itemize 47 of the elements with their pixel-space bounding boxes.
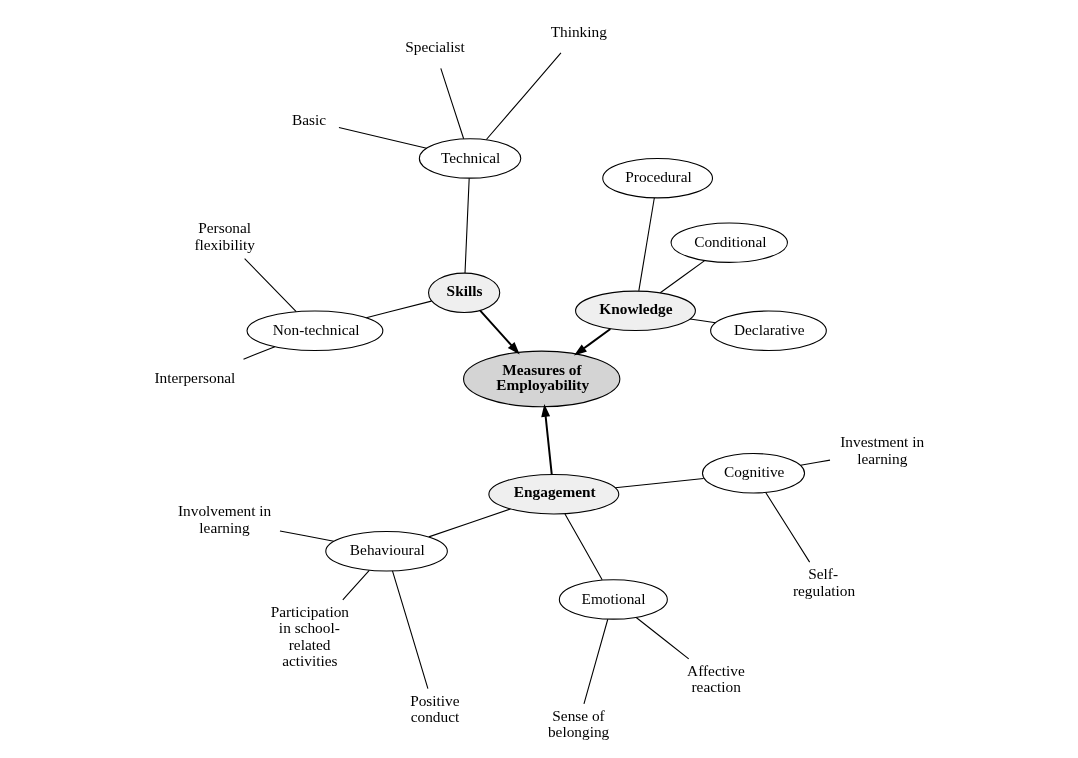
connector [485, 51, 562, 140]
connector [391, 569, 429, 689]
connector [614, 477, 705, 488]
node-ellipse: Engagement [488, 473, 620, 514]
connector [279, 529, 335, 542]
connector [428, 507, 512, 537]
connector [244, 257, 297, 312]
node-text: Affective reaction [687, 661, 745, 695]
connector [635, 616, 690, 659]
connector [242, 345, 276, 360]
connector [464, 177, 470, 273]
node-text: Positive conduct [410, 691, 460, 725]
node-text: Involvement in learning [178, 501, 272, 536]
connector [342, 569, 370, 600]
connector [800, 459, 831, 466]
node-text: Self-regulation [792, 564, 856, 599]
node-ellipse: Cognitive [701, 452, 806, 494]
node-text: Personal flexibility [194, 218, 255, 253]
node-ellipse: Non-technical [246, 309, 384, 351]
arrow [479, 309, 520, 354]
node-text: Interpersonal [154, 368, 236, 386]
node-text: Investment in learning [840, 432, 925, 467]
node-ellipse: Behavioural [325, 530, 448, 571]
connector [765, 491, 811, 563]
connector [440, 67, 465, 139]
node-ellipse: Skills [428, 272, 501, 313]
node-ellipse: Measures of Employability [463, 350, 621, 407]
node-text: Participation in school-related activities [270, 602, 349, 669]
connector [564, 512, 603, 580]
connector [365, 300, 432, 318]
node-ellipse: Conditional [670, 221, 788, 263]
node-text: Specialist [405, 37, 465, 55]
arrow [541, 403, 553, 475]
node-text: Sense of belonging [547, 706, 610, 740]
connector [638, 197, 655, 291]
node-ellipse: Knowledge [575, 290, 696, 331]
node-text: Thinking [550, 22, 607, 40]
connector [659, 259, 706, 293]
node-ellipse: Declarative [710, 309, 827, 351]
node-ellipse: Technical [418, 137, 522, 179]
node-ellipse: Procedural [602, 157, 714, 198]
arrow [574, 327, 612, 355]
node-text: Basic [292, 110, 327, 128]
node-ellipse: Emotional [558, 578, 668, 620]
connector [583, 618, 609, 704]
connector [689, 317, 717, 323]
connector [338, 126, 428, 149]
